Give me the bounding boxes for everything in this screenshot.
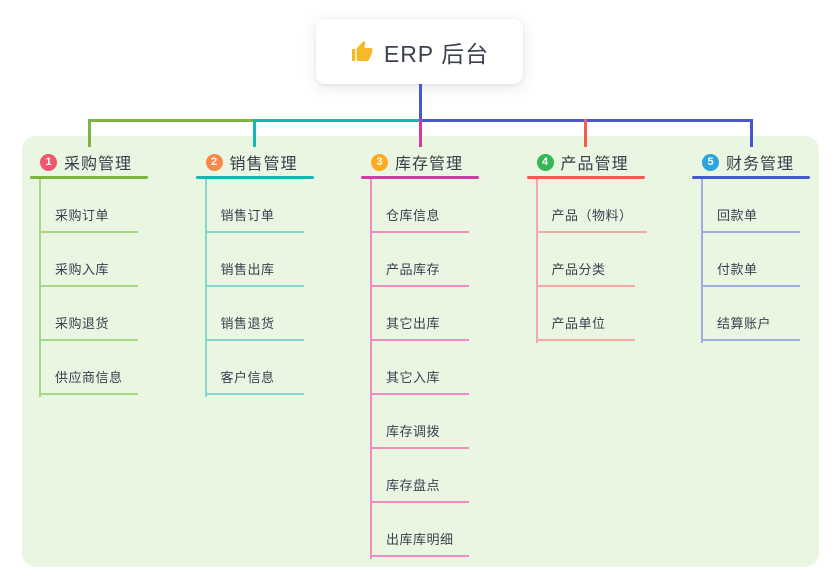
branch-3-index-badge: 3 xyxy=(371,153,388,171)
leaf-node-label: 产品单位 xyxy=(551,316,606,331)
branch-underline xyxy=(361,176,479,179)
branch-header[interactable]: 2 销售管理 xyxy=(196,148,356,176)
rail-segment-2 xyxy=(254,119,420,122)
branch-node-1: 1 采购管理 采购订单采购入库采购退货供应商信息 xyxy=(30,148,190,397)
branch-5-index-badge: 5 xyxy=(702,153,719,171)
mindmap-leaf-node[interactable]: 库存调拨 xyxy=(370,395,469,449)
branch-header[interactable]: 3 库存管理 xyxy=(361,148,521,176)
leaf-node-label: 产品分类 xyxy=(551,262,606,277)
branch-trunk-line xyxy=(204,179,207,397)
root-connector-line xyxy=(418,84,422,122)
leaf-node-label: 仓库信息 xyxy=(386,208,441,223)
root-node-title: ERP 后台 xyxy=(383,40,490,67)
mindmap-leaf-node[interactable]: 回款单 xyxy=(701,179,800,233)
mindmap-leaf-node[interactable]: 产品库存 xyxy=(370,233,469,287)
leaf-node-label: 销售退货 xyxy=(220,316,275,331)
mindmap-leaf-node[interactable]: 其它入库 xyxy=(370,341,469,395)
leaf-node-label: 采购退货 xyxy=(55,316,110,331)
mindmap-leaf-node[interactable]: 采购入库 xyxy=(39,233,138,287)
branch-trunk-line xyxy=(370,179,372,559)
branch-title: 库存管理 xyxy=(395,156,464,173)
branch-title: 财务管理 xyxy=(726,156,795,173)
branch-node-4: 4 产品管理 产品（物料） 产品分类产品单位 xyxy=(526,148,687,343)
branch-4-drop-line xyxy=(584,119,587,147)
leaf-node-label: 其它出库 xyxy=(386,316,441,331)
leaf-node-label: 产品（物料） xyxy=(551,208,633,223)
leaf-node-label: 库存调拨 xyxy=(386,424,441,439)
branch-trunk-line xyxy=(535,179,538,343)
leaf-node-label: 销售订单 xyxy=(220,208,275,223)
leaf-node-label: 采购入库 xyxy=(55,262,110,277)
branch-1-drop-line xyxy=(87,119,91,147)
mindmap-leaf-node[interactable]: 库存盘点 xyxy=(370,449,469,503)
branch-node-3: 3 库存管理 仓库信息产品库存其它出库其它入库库存调拨库存盘点出库库明细 xyxy=(361,148,521,559)
mindmap-leaf-node[interactable]: 采购退货 xyxy=(39,287,138,341)
leaf-node-label: 回款单 xyxy=(717,208,758,223)
branch-2-drop-line xyxy=(253,119,256,147)
mindmap-leaf-node[interactable]: 产品单位 xyxy=(535,287,635,341)
leaf-node-label: 销售出库 xyxy=(220,262,275,277)
leaf-node-label: 付款单 xyxy=(717,262,758,277)
branch-node-5: 5 财务管理 回款单付款单结算账户 xyxy=(692,148,839,343)
leaf-node-label: 客户信息 xyxy=(220,370,275,385)
leaf-node-label: 库存盘点 xyxy=(386,478,441,493)
mindmap-leaf-node[interactable]: 客户信息 xyxy=(204,341,304,395)
leaf-node-label: 采购订单 xyxy=(55,208,110,223)
branch-5-drop-line xyxy=(749,119,753,147)
mindmap-leaf-node[interactable]: 结算账户 xyxy=(701,287,800,341)
leaf-node-label: 产品库存 xyxy=(386,262,441,277)
mindmap-leaf-node[interactable]: 仓库信息 xyxy=(370,179,469,233)
leaf-node-label: 出库库明细 xyxy=(386,532,454,547)
branch-items: 回款单付款单结算账户 xyxy=(701,179,800,341)
rail-segment-1 xyxy=(89,119,255,122)
branch-items: 产品（物料） 产品分类产品单位 xyxy=(535,179,647,341)
branch-node-2: 2 销售管理 销售订单销售出库销售退货客户信息 xyxy=(195,148,356,397)
mindmap-leaf-node[interactable]: 销售退货 xyxy=(204,287,304,341)
branch-4-index-badge: 4 xyxy=(536,153,554,171)
mindmap-leaf-node[interactable]: 产品分类 xyxy=(535,233,635,287)
branch-header[interactable]: 1 采购管理 xyxy=(30,148,190,176)
mindmap-leaf-node[interactable]: 供应商信息 xyxy=(39,341,138,395)
thumbs-up-icon xyxy=(351,40,373,61)
branch-trunk-line xyxy=(701,179,703,343)
branch-underline xyxy=(692,176,810,179)
root-node-erp[interactable]: ERP 后台 xyxy=(316,19,523,84)
mindmap-leaf-node[interactable]: 产品（物料） xyxy=(535,179,647,233)
branch-title: 采购管理 xyxy=(64,156,133,173)
branch-items: 采购订单采购入库采购退货供应商信息 xyxy=(39,179,138,395)
branches-background-panel xyxy=(22,136,819,567)
branch-title: 销售管理 xyxy=(229,156,298,173)
branch-3-drop-line xyxy=(418,119,422,147)
mindmap-leaf-node[interactable]: 销售订单 xyxy=(204,179,304,233)
leaf-node-label: 结算账户 xyxy=(717,316,772,331)
branch-trunk-line xyxy=(39,179,41,397)
branch-underline xyxy=(195,176,314,179)
leaf-node-label: 供应商信息 xyxy=(55,370,123,385)
branch-2-index-badge: 2 xyxy=(205,153,223,171)
branch-items: 销售订单销售出库销售退货客户信息 xyxy=(204,179,304,395)
branch-underline xyxy=(30,176,148,179)
mindmap-leaf-node[interactable]: 销售出库 xyxy=(204,233,304,287)
branch-1-index-badge: 1 xyxy=(40,153,57,171)
branch-title: 产品管理 xyxy=(560,156,629,173)
leaf-node-label: 其它入库 xyxy=(386,370,441,385)
mindmap-leaf-node[interactable]: 采购订单 xyxy=(39,179,138,233)
mindmap-leaf-node[interactable]: 出库库明细 xyxy=(370,503,469,557)
mindmap-leaf-node[interactable]: 付款单 xyxy=(701,233,800,287)
branch-items: 仓库信息产品库存其它出库其它入库库存调拨库存盘点出库库明细 xyxy=(370,179,469,557)
mindmap-leaf-node[interactable]: 其它出库 xyxy=(370,287,469,341)
branch-underline xyxy=(526,176,645,179)
branch-header[interactable]: 5 财务管理 xyxy=(692,148,839,176)
branch-header[interactable]: 4 产品管理 xyxy=(527,148,687,176)
